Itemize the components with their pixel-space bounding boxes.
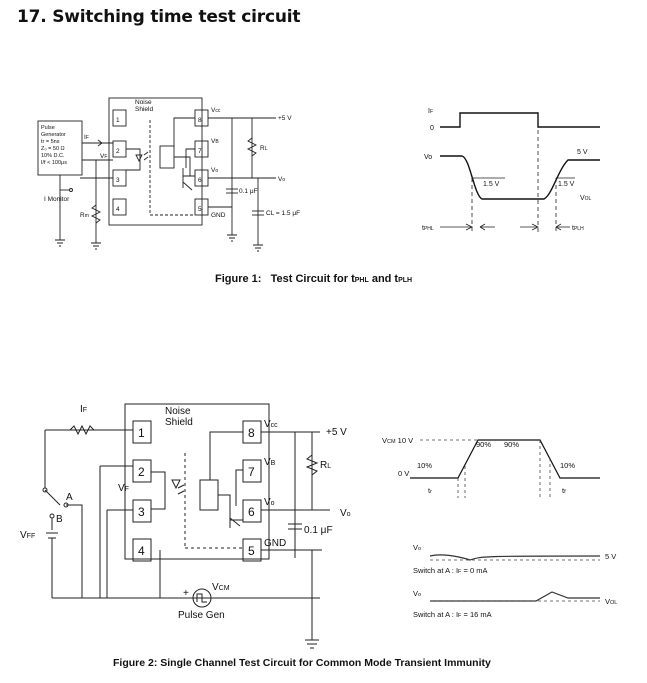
wave-10-right: 10%: [560, 461, 575, 470]
wave-10-left: 10%: [417, 461, 432, 470]
pulse-gen-line-5: 10% D.C.: [41, 153, 65, 159]
pulse-gen-line-1: Pulse: [41, 125, 55, 131]
shield-label: Shield: [135, 106, 153, 113]
wave-5v-label: 5 V: [577, 149, 588, 156]
pin-1-2: 1: [138, 426, 145, 440]
if-label: IF: [84, 134, 89, 141]
if-monitor-label: I Monitor: [44, 196, 70, 203]
wave-0v-label: 0 V: [398, 469, 409, 478]
wave-vo-a-label: Vo: [413, 543, 421, 552]
pin-4: 4: [116, 206, 120, 213]
wave-vol-label: VOL: [580, 195, 592, 202]
switch-a-text: Switch at A : IF = 0 mA: [413, 566, 487, 575]
wave-5v-label-2: 5 V: [605, 552, 616, 561]
pin-6-2: 6: [248, 505, 255, 519]
rl-label: RL: [260, 145, 268, 152]
plus5v-label: +5 V: [278, 115, 292, 122]
vo-pin-label-2: Vo: [264, 497, 275, 508]
cap-label: 0.1 μF: [239, 188, 258, 195]
vcm-label: VCM: [212, 582, 230, 593]
switch-b-label: B: [56, 514, 63, 525]
pin-1: 1: [116, 117, 120, 124]
pin-2: 2: [116, 148, 120, 155]
optocoupler-package: [108, 97, 203, 226]
noise-label-2: Noise: [165, 406, 191, 417]
if-label-2: IF: [80, 404, 87, 415]
pin-4-2: 4: [138, 544, 145, 558]
shield-label-2: Shield: [165, 417, 193, 428]
vf-label-2: VF: [118, 483, 129, 494]
tplh-label: tPLH: [572, 225, 584, 232]
pin-3-2: 3: [138, 505, 145, 519]
wave-vcm-label: VCM 10 V: [382, 436, 413, 445]
pin-6: 6: [198, 177, 202, 184]
pulse-gen-line-4: Z₀ = 50 Ω: [41, 146, 65, 152]
vo-pin-label: Vo: [211, 167, 218, 174]
pulse-gen-line-2: Generator: [41, 132, 66, 138]
plus5v-label-2: +5 V: [326, 427, 347, 438]
vcc-label: Vcc: [211, 107, 221, 114]
wave-tf-label: tf: [562, 486, 566, 495]
pin-5-2: 5: [248, 544, 255, 558]
figure-1-waveforms: [440, 112, 600, 200]
tphl-label: tPHL: [422, 225, 434, 232]
wave-if-label: IF: [428, 108, 433, 115]
wave-1.5v-left: 1.5 V: [483, 181, 500, 188]
pin-8: 8: [198, 117, 202, 124]
pin-8-2: 8: [248, 426, 255, 440]
pin-7: 7: [198, 148, 202, 155]
vo-output-label-2: Vo: [340, 508, 351, 519]
pulse-gen-label: Pulse Gen: [178, 610, 225, 621]
vo-output-label: Vo: [278, 176, 285, 183]
pulse-plus: +: [183, 588, 189, 599]
wave-vo-b-label: Vo: [413, 589, 421, 598]
pulse-gen-line-6: I/f < 100μs: [41, 160, 67, 166]
wave-vol-label-2: VOL: [605, 597, 617, 606]
vb-label: VB: [211, 138, 219, 145]
vf-label: VF: [100, 153, 107, 160]
wave-90-right: 90%: [504, 440, 519, 449]
wave-zero-label: 0: [430, 125, 434, 132]
section-heading: 17. Switching time test circuit: [17, 7, 301, 27]
wave-90-left: 90%: [476, 440, 491, 449]
wave-1.5v-right: 1.5 V: [558, 181, 575, 188]
pin-2-2: 2: [138, 465, 145, 479]
figure-1-caption: Figure 1: Test Circuit for tPHL and tPLH: [215, 273, 413, 285]
cl-label: CL = 1.5 μF: [266, 210, 300, 217]
pin-3: 3: [116, 177, 120, 184]
gnd-label: GND: [211, 212, 226, 219]
gnd-label-2: GND: [264, 538, 286, 549]
vff-label: VFF: [20, 530, 35, 541]
vcc-label-2: Vcc: [264, 419, 278, 430]
cap-label-2: 0.1 μF: [304, 525, 333, 536]
optocoupler-package-2: [124, 403, 270, 560]
figure-2-caption: Figure 2: Single Channel Test Circuit fo…: [113, 657, 491, 669]
pulse-gen-line-3: tr = 5ns: [41, 139, 60, 145]
vb-label-2: VB: [264, 457, 276, 468]
switch-b-text: Switch at A : IF = 16 mA: [413, 610, 492, 619]
switch-a-label: A: [66, 492, 73, 503]
figure-2-diagram: Noise Shield 1 2 3 4 5 6 7 8 Vcc VB Vo G…: [20, 403, 617, 649]
figure-2-waveforms: [410, 439, 601, 602]
pin-5: 5: [198, 206, 202, 213]
wave-vo-label: Vo: [424, 154, 432, 161]
pin-7-2: 7: [248, 465, 255, 479]
wave-tr-label: tr: [428, 486, 432, 495]
figure-1-diagram: Noise Shield 1 2 3 4 5 6 7 8 Vcc VB Vo G…: [37, 97, 600, 252]
rm-label: Rm: [80, 212, 89, 219]
rl-label-2: RL: [320, 460, 331, 471]
noise-label: Noise: [135, 99, 152, 106]
